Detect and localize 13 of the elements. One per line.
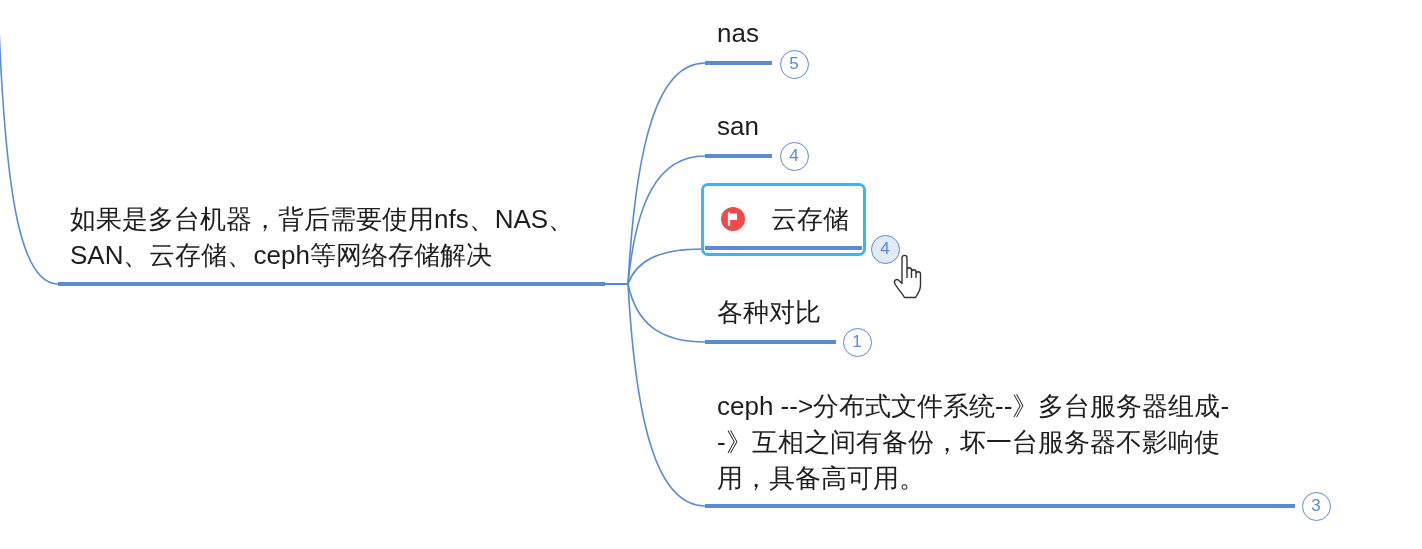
- topic-text: 云存储: [771, 203, 849, 236]
- count-badge: 5: [779, 49, 809, 79]
- count-badge: 3: [1301, 491, 1331, 521]
- topic: nas: [705, 15, 772, 65]
- topic: san: [705, 108, 772, 158]
- selected-topic-box: [701, 183, 866, 256]
- topic: 如果是多台机器，背后需要使用nfs、NAS、SAN、云存储、ceph等网络存储解决: [58, 201, 605, 286]
- count-badge: 4: [870, 234, 900, 264]
- count-badge: 1: [842, 327, 872, 357]
- topic: ceph -->分布式文件系统--》多台服务器组成--》互相之间有备份，坏一台服务器不影响使用，具备高可用。: [705, 388, 1295, 508]
- count-badge: 4: [779, 141, 809, 171]
- branch-line: [604, 283, 706, 507]
- topic: 各种对比: [705, 294, 836, 344]
